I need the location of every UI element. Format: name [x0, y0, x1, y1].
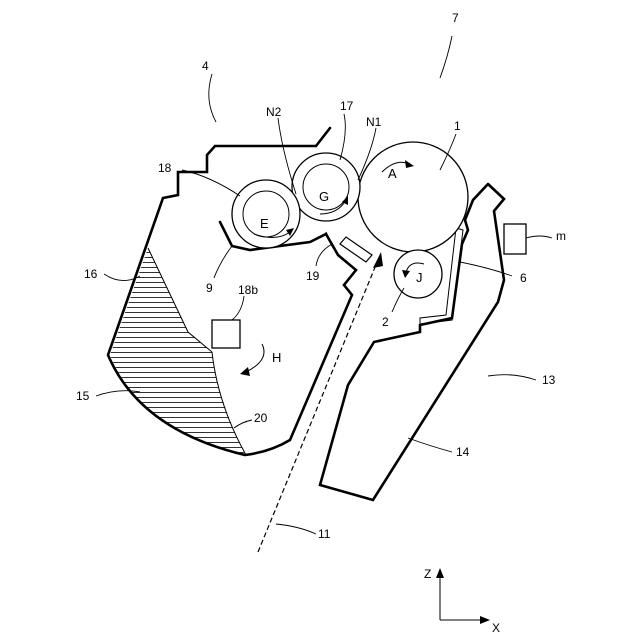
leader-7 — [440, 36, 452, 78]
axis-x-label: X — [492, 621, 500, 635]
leader-18 — [182, 170, 240, 196]
axis-x-arrowhead — [480, 616, 490, 624]
leader-m — [526, 236, 552, 238]
roller-18 — [232, 180, 300, 248]
rotation-arrow-H-head — [240, 367, 250, 376]
leader-20 — [234, 420, 252, 428]
label-9: 9 — [206, 281, 213, 295]
leader-13 — [488, 375, 536, 380]
label-16: 16 — [84, 267, 98, 281]
label-19: 19 — [306, 269, 320, 283]
roller-letter-A: A — [388, 166, 397, 181]
label-13: 13 — [542, 373, 556, 387]
leader-18b — [232, 296, 244, 320]
label-17: 17 — [340, 99, 354, 113]
leader-19 — [316, 244, 332, 266]
label-7: 7 — [452, 11, 459, 25]
label-11: 11 — [318, 527, 331, 541]
roller-letter-J: J — [416, 270, 423, 285]
leader-14 — [408, 438, 452, 452]
label-m: m — [556, 229, 566, 243]
roller-1-photoconductor — [358, 142, 468, 252]
guide-19 — [340, 237, 372, 262]
leader-9 — [214, 246, 232, 278]
label-4: 4 — [202, 59, 209, 73]
motor-m — [504, 224, 526, 254]
roller-17-transfer — [292, 153, 360, 221]
label-20: 20 — [254, 411, 268, 425]
arrow-letter-H: H — [272, 350, 281, 365]
sensor-18b — [212, 320, 240, 348]
leader-17 — [340, 114, 345, 160]
label-1: 1 — [454, 119, 461, 133]
label-18: 18 — [158, 161, 172, 175]
label-18b: 18b — [238, 283, 258, 297]
label-N1: N1 — [366, 115, 382, 129]
guide-19-stem — [326, 232, 332, 246]
axis-z-arrowhead — [436, 568, 444, 578]
roller-letter-E: E — [260, 216, 269, 231]
paper-path-arrowhead — [373, 252, 383, 268]
axis-z-label: Z — [424, 567, 431, 581]
roller-letter-G: G — [319, 189, 329, 204]
label-6: 6 — [520, 271, 527, 285]
label-14: 14 — [456, 445, 470, 459]
label-N2: N2 — [266, 105, 282, 119]
toner-region-15 — [110, 248, 245, 455]
leader-4 — [209, 74, 216, 122]
paper-path-11 — [258, 260, 378, 552]
rotation-arrow-H — [246, 344, 264, 372]
leader-11 — [276, 524, 316, 534]
label-15: 15 — [76, 389, 90, 403]
leader-2 — [392, 288, 404, 312]
label-2: 2 — [382, 315, 389, 329]
